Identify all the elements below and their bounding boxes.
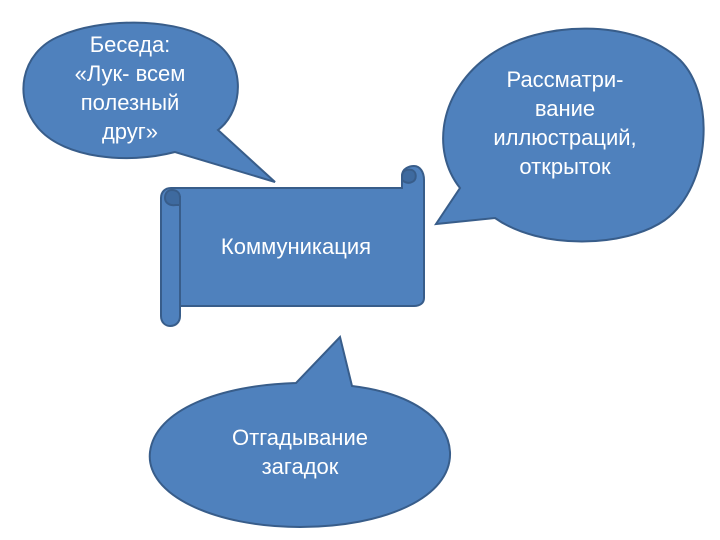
callout-conversation-label: Беседа: «Лук- всем полезный друг» [40, 30, 220, 146]
callout-riddles-line-1: Отгадывание [232, 425, 368, 450]
callout-conversation-bubble [22, 21, 276, 183]
scroll-banner [160, 164, 425, 328]
callout-riddles-line-2: загадок [261, 454, 339, 480]
callout-illustrations-line-3: иллюстраций, [493, 125, 637, 151]
scroll-center-text: Коммуникация [220, 234, 372, 259]
scroll-center-label: Коммуникация [178, 232, 414, 261]
callout-illustrations-line-2: вание [534, 96, 596, 122]
callout-conversation-line-2: «Лук- всем [74, 61, 186, 87]
callout-illustrations-label: Рассматри- вание иллюстраций, открыток [460, 65, 670, 181]
callout-conversation-line-3: полезный [80, 90, 180, 116]
callout-conversation-line-4: друг» [101, 119, 159, 145]
callout-illustrations-line-4: открыток [519, 154, 611, 180]
callout-conversation-line-1: Беседа: [89, 32, 171, 57]
callout-illustrations-line-1: Рассматри- [506, 67, 624, 92]
callout-riddles-bubble [148, 334, 452, 529]
callout-illustrations-bubble [433, 27, 705, 243]
callout-riddles-label: Отгадывание загадок [180, 423, 420, 481]
